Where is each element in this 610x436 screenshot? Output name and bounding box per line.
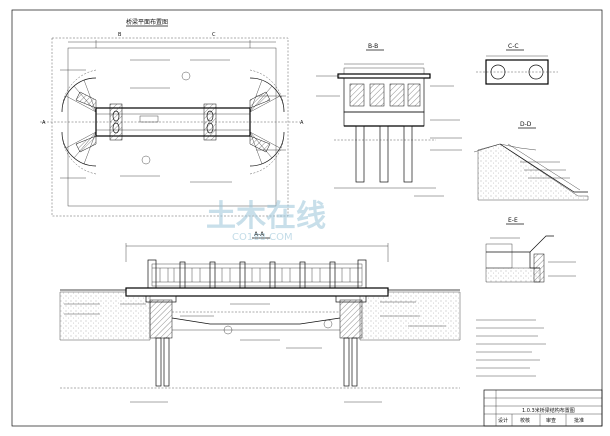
svg-text:C: C: [212, 32, 216, 38]
drawing-title: 1.0.3米桥梁结构布置图: [522, 407, 575, 414]
plan-view: 桥梁平面布置图: [40, 18, 304, 217]
general-notes: [476, 319, 546, 377]
title-field-approve: 批准: [574, 417, 584, 424]
section-ee-title: E-E: [508, 217, 518, 224]
svg-text:A: A: [300, 120, 304, 126]
title-field-design: 设计: [498, 417, 508, 424]
title-field-check: 校核: [520, 417, 530, 424]
elevation-aa-title: A-A: [254, 231, 265, 238]
section-dd-title: D-D: [520, 121, 532, 128]
plan-view-title: 桥梁平面布置图: [126, 18, 168, 26]
right-abutment: [339, 299, 363, 339]
section-cc-title: C-C: [508, 43, 519, 50]
elevation-aa-view: A-A: [59, 231, 461, 403]
svg-text:A: A: [42, 120, 46, 126]
section-dd-view: D-D: [473, 121, 589, 201]
bridge-railing: [151, 263, 363, 287]
section-cc-view: C-C: [476, 43, 558, 85]
sheet-border: [11, 9, 603, 427]
plan-outer-boundary: [51, 37, 289, 217]
section-bb-view: B-B: [316, 43, 462, 197]
title-block: 1.0.3米桥梁结构布置图 设计 校核 审查 批准: [483, 389, 603, 427]
bridge-deck-slab: [125, 287, 389, 297]
watermark-logo: 土木在线: [206, 199, 326, 234]
section-bb-title: B-B: [368, 43, 378, 50]
watermark: 土木在线 CO188.COM: [206, 199, 326, 243]
left-abutment: [149, 299, 173, 339]
section-ee-view: E-E: [485, 217, 576, 283]
svg-text:B: B: [118, 32, 122, 38]
title-field-review: 审查: [546, 417, 556, 424]
watermark-url: CO188.COM: [232, 232, 293, 243]
